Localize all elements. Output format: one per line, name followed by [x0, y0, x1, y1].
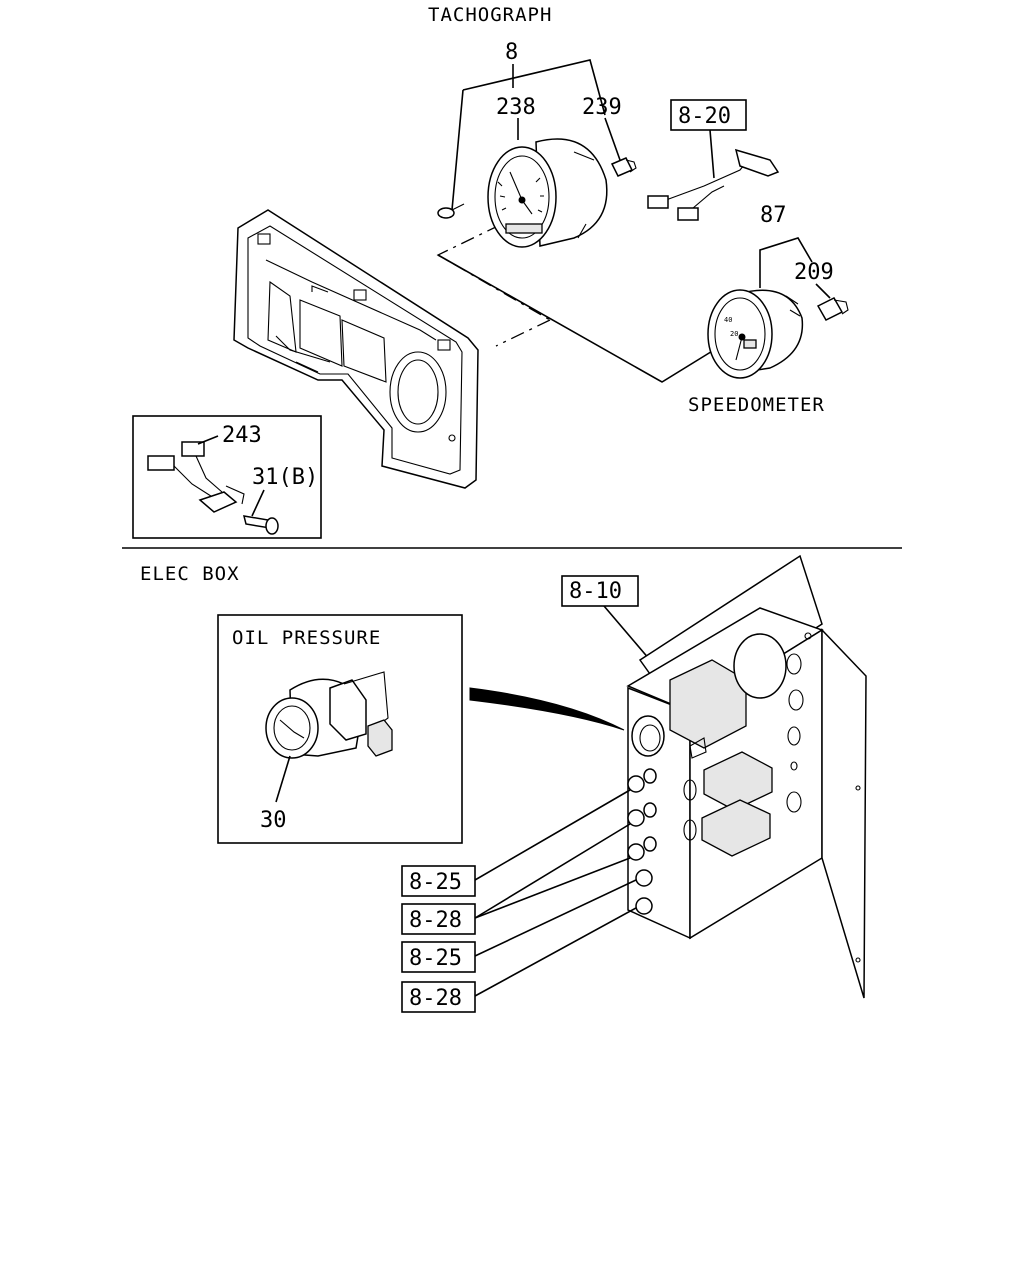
callout-31b: 31(B) [252, 465, 318, 490]
callout-209-leader [815, 283, 831, 299]
callout-8-28-b: 8-28 [409, 986, 462, 1011]
ref-box-8-28-b [401, 981, 476, 1013]
tachograph-title: TACHOGRAPH [428, 4, 552, 26]
screw-31b [242, 515, 279, 535]
speedo-mark-20: 20 [730, 330, 738, 338]
speedo-mark-40: 40 [724, 316, 732, 324]
callout-8: 8 [505, 40, 518, 65]
detail-box-harness [132, 415, 322, 539]
instrument-panel-bezel [233, 209, 479, 489]
speedometer-title: SPEEDOMETER [688, 394, 825, 416]
speedometer-gauge: 40 20 [707, 289, 804, 379]
tachograph-gauge [487, 138, 608, 248]
callout-8-25-a: 8-25 [409, 870, 462, 895]
callout-87: 87 [760, 203, 787, 228]
bulb-socket-239 [610, 157, 637, 177]
indicator-lamps [627, 768, 657, 915]
ref-box-8-25-b [401, 941, 476, 973]
callout-31b-leader [251, 489, 265, 517]
ref-box-8-20 [670, 99, 747, 131]
lamp-leaders [474, 789, 637, 997]
callout-8-28-a: 8-28 [409, 908, 462, 933]
callout-239: 239 [582, 95, 622, 120]
callout-8-25-b: 8-25 [409, 946, 462, 971]
ref-box-8-10 [561, 575, 639, 607]
detail-pointer-arrow [469, 687, 625, 731]
ref-box-8-25-a [401, 865, 476, 897]
callout-243-leader [197, 435, 219, 445]
callout-243: 243 [222, 423, 262, 448]
callout-30: 30 [260, 808, 287, 833]
callout-8-10: 8-10 [569, 579, 622, 604]
oil-pressure-gauge [265, 671, 393, 759]
tachograph-leaders [436, 59, 715, 383]
ref-box-8-28-a [401, 903, 476, 935]
callout-238: 238 [496, 95, 536, 120]
oil-pressure-title: OIL PRESSURE [232, 627, 381, 649]
ground-terminal [437, 203, 465, 219]
harness-connector-243 [147, 441, 245, 513]
speedometer-leader [759, 237, 813, 288]
elec-box-title: ELEC BOX [140, 563, 240, 585]
electrical-box [626, 554, 867, 999]
callout-30-leader [275, 755, 291, 803]
callout-8-10-leader [603, 605, 651, 661]
wiring-harness-8-20 [647, 129, 780, 221]
callout-209: 209 [794, 260, 834, 285]
callout-8-20: 8-20 [678, 104, 731, 129]
bulb-socket-209 [816, 297, 849, 321]
